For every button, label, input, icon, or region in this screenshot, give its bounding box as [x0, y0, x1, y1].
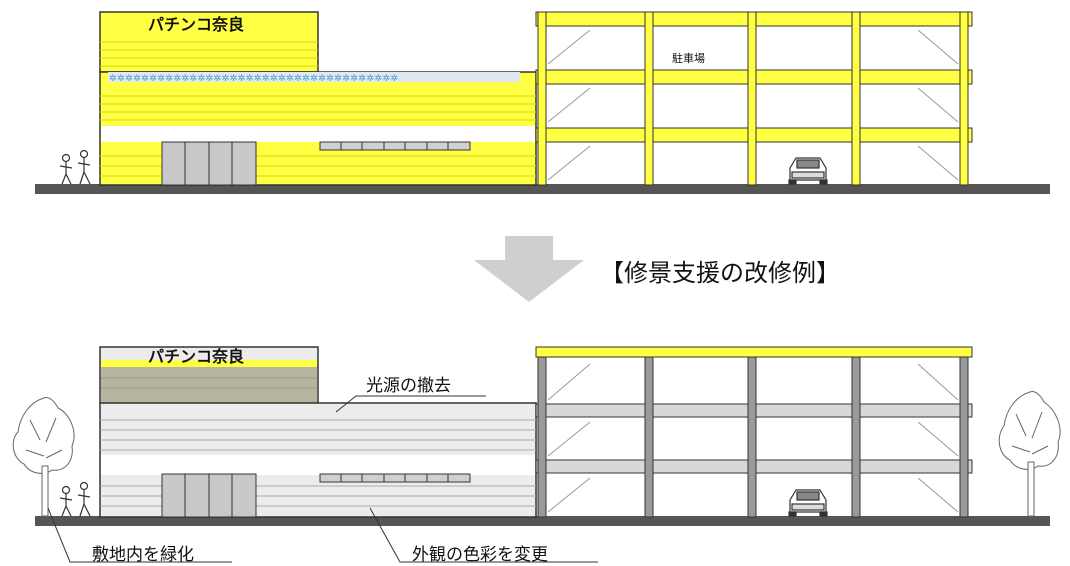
annotation-light-removal: 光源の撤去	[335, 376, 486, 413]
annotation-greening: 敷地内を緑化	[47, 507, 232, 565]
light-decoration: ✲✲✲✲✲✲✲✲✲✲✲✲✲✲✲✲✲✲✲✲✲✲✲✲✲✲✲✲✲✲✲✲✲✲✲✲	[109, 74, 398, 84]
down-arrow-icon	[474, 236, 584, 302]
window-strip	[319, 141, 471, 151]
sign-text: パチンコ奈良	[148, 15, 244, 34]
parking-structure	[535, 11, 973, 186]
parking-structure	[535, 346, 973, 518]
light-band	[108, 72, 520, 82]
tree-icon	[12, 397, 75, 517]
ground-line	[35, 184, 1050, 194]
annotation-color-change: 外観の色彩を変更	[369, 507, 598, 565]
sign-text: パチンコ奈良	[148, 347, 244, 366]
window-strip	[319, 473, 471, 483]
tree-icon	[998, 391, 1061, 517]
parking-label: 駐車場	[672, 51, 705, 65]
after-elevation: パチンコ奈良	[12, 346, 1061, 526]
svg-text:光源の撤去: 光源の撤去	[366, 376, 451, 396]
pedestrians-icon	[59, 481, 91, 517]
svg-text:敷地内を緑化: 敷地内を緑化	[92, 545, 194, 565]
pedestrians-icon	[59, 149, 91, 185]
car-icon	[788, 157, 828, 185]
ground-line	[35, 516, 1050, 526]
car-icon	[788, 489, 828, 517]
before-elevation: パチンコ奈良 ✲✲✲✲✲✲✲✲✲✲✲✲✲✲✲✲✲✲✲✲✲✲✲✲✲✲✲✲✲✲✲✲✲…	[35, 11, 1050, 194]
caption: 【修景支援の改修例】	[600, 259, 840, 287]
svg-text:外観の色彩を変更: 外観の色彩を変更	[412, 545, 548, 565]
